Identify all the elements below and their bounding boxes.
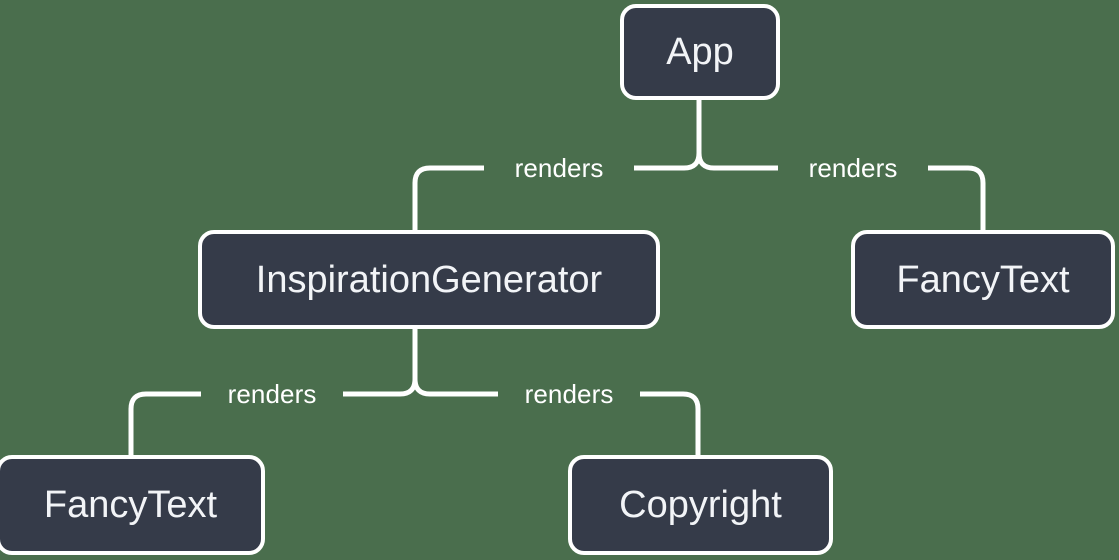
edge-label-renders: renders <box>524 379 614 409</box>
node-label: FancyText <box>43 484 218 526</box>
node-fancytext-b[interactable]: FancyText <box>0 455 265 555</box>
edge-label-renders: renders <box>808 153 898 183</box>
edge-label-renders: renders <box>227 379 317 409</box>
connector-line <box>412 326 701 458</box>
node-inspgen[interactable]: InspirationGenerator <box>198 230 660 329</box>
node-fancytext-r[interactable]: FancyText <box>851 230 1115 329</box>
node-label: Copyright <box>619 484 782 526</box>
node-app[interactable]: App <box>620 4 780 100</box>
node-label: App <box>666 31 734 73</box>
node-label: InspirationGenerator <box>255 258 603 301</box>
node-copyright[interactable]: Copyright <box>568 455 833 555</box>
connector-line <box>696 97 986 233</box>
edge-label-renders: renders <box>514 153 604 183</box>
node-label: FancyText <box>896 258 1070 301</box>
